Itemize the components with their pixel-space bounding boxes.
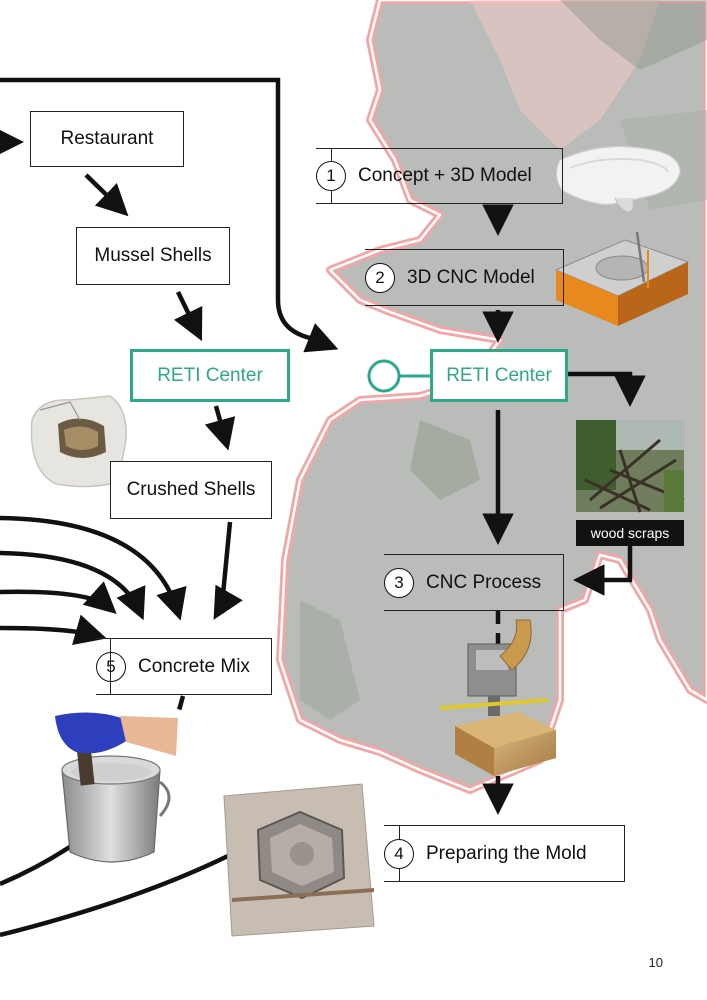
step-5-badge: 5 (96, 651, 126, 682)
wood-scraps-photo (576, 420, 685, 513)
cnc-model-render (554, 231, 690, 326)
cnc-machine-photo (439, 619, 556, 776)
preparing-mold-node: 4 Preparing the Mold (384, 824, 626, 883)
cnc-process-node: 3 CNC Process (384, 553, 565, 612)
concept-model-label: Concept + 3D Model (358, 165, 532, 186)
connector-reti-left-to-crushed (204, 405, 236, 451)
concrete-mix-label: Concrete Mix (138, 655, 250, 678)
connector-reti-to-wood (568, 371, 646, 407)
mixing-bucket-photo (55, 712, 178, 863)
connector-restaurant-to-mussel (84, 173, 129, 217)
connectors (0, 77, 646, 938)
reti-center-left-node: RETI Center (130, 349, 290, 402)
connector-input-b (0, 550, 146, 621)
connector-mussel-to-reti-left (173, 291, 203, 342)
mussel-shells-label: Mussel Shells (94, 245, 212, 266)
crushed-shells-label: Crushed Shells (126, 479, 256, 500)
wood-scraps-label: wood scraps (590, 525, 670, 541)
connector-input-c (0, 581, 117, 615)
page-number: 10 (648, 955, 663, 970)
mussel-shells-node: Mussel Shells (76, 227, 230, 285)
connector-curve-bottom (0, 849, 238, 938)
wood-scraps-tag: wood scraps (576, 520, 684, 546)
preparing-mold-label: Preparing the Mold (426, 842, 587, 864)
step-2-badge: 2 (365, 262, 395, 293)
crushed-shells-node: Crushed Shells (110, 461, 272, 519)
dashed-connectors (175, 610, 501, 715)
reti-center-right-node: RETI Center (430, 349, 568, 402)
reti-center-right-label: RETI Center (446, 364, 552, 386)
connector-input-a (0, 515, 187, 621)
restaurant-label: Restaurant (60, 128, 154, 149)
connector-crushed-to-concrete (213, 521, 243, 620)
cnc-model-node: 2 3D CNC Model (365, 248, 565, 307)
concept-model-node: 1 Concept + 3D Model (316, 147, 564, 205)
step-4-badge: 4 (384, 838, 414, 869)
connector-input-d (0, 614, 107, 645)
hexagonal-mold-photo (223, 783, 375, 937)
shell-bag-photo (30, 395, 127, 488)
step-1-badge: 1 (316, 161, 346, 191)
concrete-mix-node: 5 Concrete Mix (96, 637, 272, 696)
connector-wood-to-cnc-process (573, 546, 633, 596)
cnc-process-label: CNC Process (426, 571, 542, 593)
restaurant-node: Restaurant (30, 111, 184, 167)
concrete-mix-box-edge (110, 637, 111, 696)
cnc-model-label: 3D CNC Model (407, 266, 535, 288)
connector-concrete-to-bucket (175, 695, 186, 715)
map-locator-icon (367, 359, 430, 393)
connector-top-to-reti-right (0, 77, 339, 353)
step-3-badge: 3 (384, 567, 414, 598)
reti-center-left-label: RETI Center (157, 364, 263, 386)
